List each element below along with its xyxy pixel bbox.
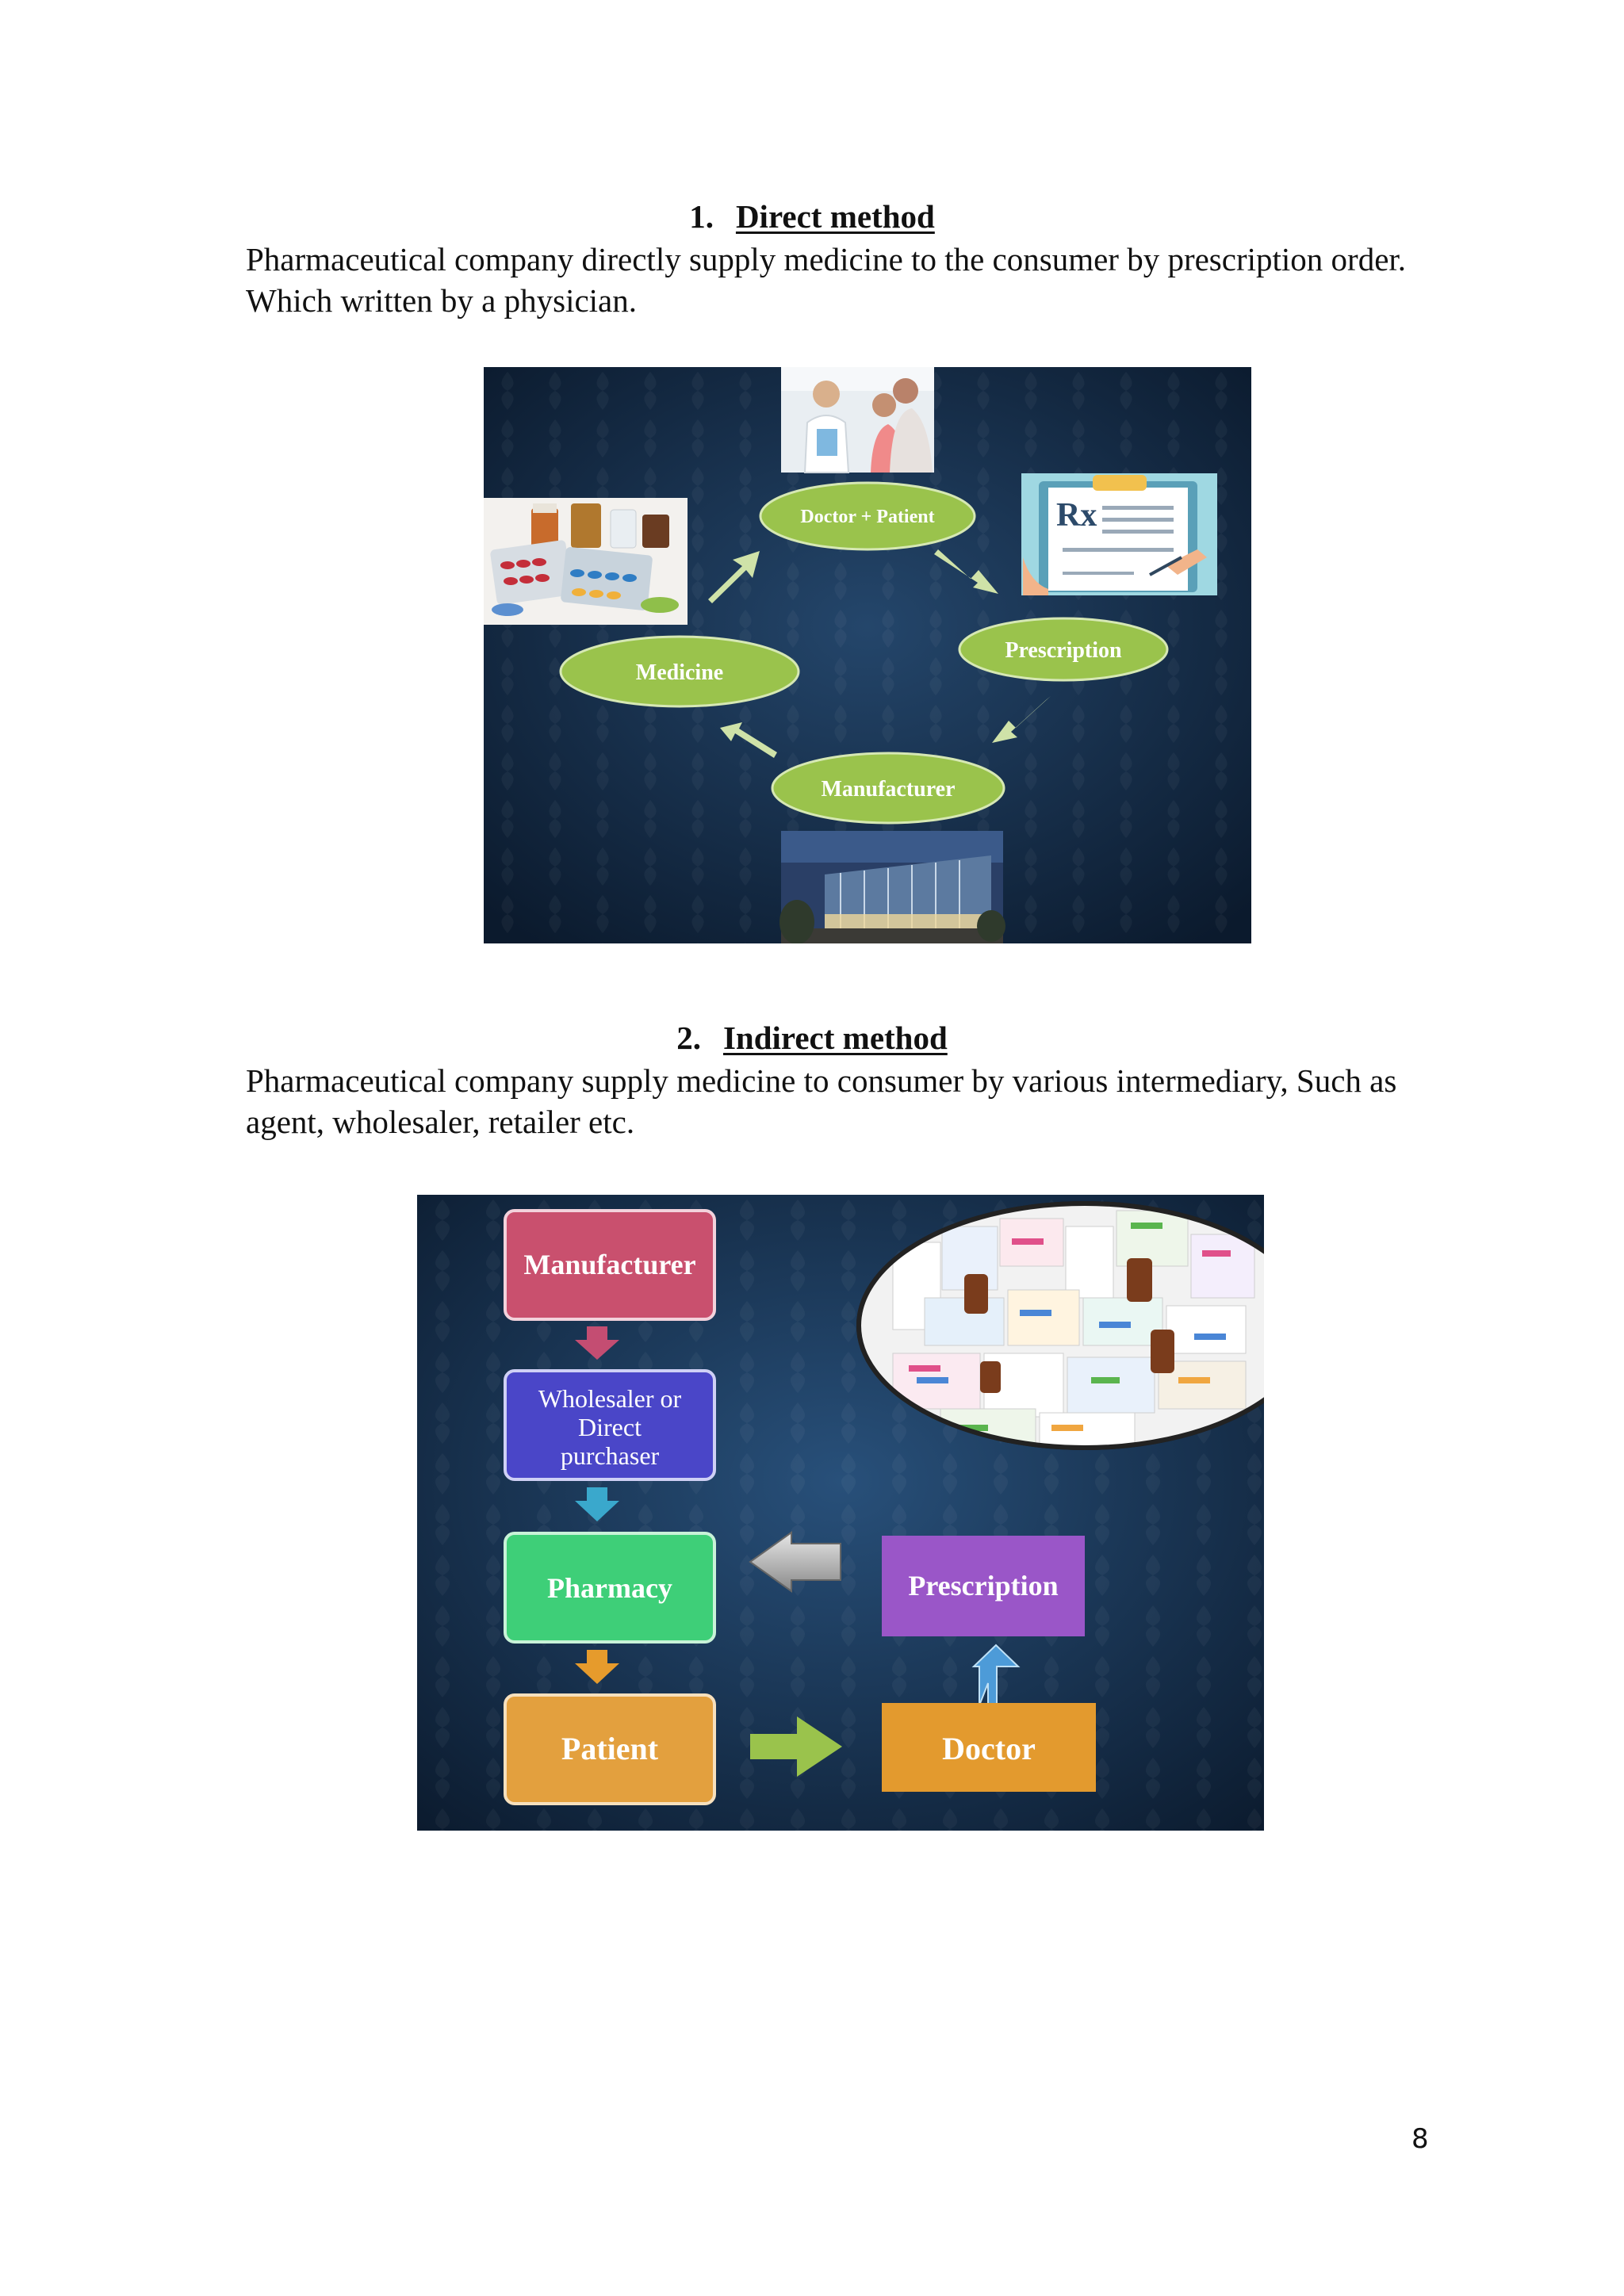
arrow-medicine-to-doctor <box>708 551 760 603</box>
box-wholesaler-line1: Wholesaler or <box>538 1384 682 1413</box>
box-patient: Patient <box>504 1693 716 1805</box>
arrow-doctor-to-prescription <box>934 549 998 594</box>
box-doctor: Doctor <box>882 1703 1096 1792</box>
section2-number: 2. <box>676 1020 701 1056</box>
arrow-patient-to-doctor <box>750 1716 842 1777</box>
section1-title: Direct method <box>735 198 935 235</box>
indirect-method-svg: Manufacturer Wholesaler or Direct purcha… <box>417 1195 1264 1831</box>
node-manufacturer: Manufacturer <box>771 752 1005 825</box>
direct-method-diagram: Rx <box>484 367 1251 943</box>
box-prescription-label: Prescription <box>908 1570 1058 1601</box>
direct-method-svg: Rx <box>484 367 1251 943</box>
prescription-clipboard-icon: Rx <box>1021 473 1217 595</box>
box-pharmacy: Pharmacy <box>504 1532 716 1644</box>
manufacturer-building-photo <box>779 831 1005 943</box>
node-medicine: Medicine <box>559 635 800 708</box>
page-number: 8 <box>1411 2123 1429 2155</box>
node-medicine-label: Medicine <box>636 660 723 685</box>
arrow-pharmacy-to-patient <box>575 1650 619 1684</box>
node-prescription: Prescription <box>958 617 1169 682</box>
arrow-prescription-to-pharmacy <box>749 1531 841 1593</box>
node-prescription-label: Prescription <box>1005 638 1122 663</box>
section2-heading: 2. Indirect method <box>0 1018 1624 1058</box>
section1-number: 1. <box>689 198 714 235</box>
box-manufacturer: Manufacturer <box>504 1209 716 1321</box>
box-pharmacy-label: Pharmacy <box>547 1572 672 1604</box>
medicines-oval-photo <box>856 1201 1264 1450</box>
section2-title: Indirect method <box>722 1020 948 1056</box>
arrow-manufacturer-to-wholesaler <box>575 1326 619 1360</box>
box-wholesaler-line3: purchaser <box>561 1441 660 1470</box>
medicine-photo <box>484 498 688 625</box>
rx-symbol: Rx <box>1056 497 1097 534</box>
section1-paragraph: Pharmaceutical company directly supply m… <box>246 241 1407 319</box>
arrow-wholesaler-to-pharmacy <box>575 1487 619 1521</box>
box-wholesaler: Wholesaler or Direct purchaser <box>504 1369 716 1481</box>
arrow-prescription-to-manufacturer <box>992 696 1051 743</box>
box-prescription: Prescription <box>882 1536 1085 1636</box>
cycle-arrows <box>708 549 1051 758</box>
section1-heading: 1. Direct method <box>0 197 1624 236</box>
node-manufacturer-label: Manufacturer <box>822 777 956 802</box>
section2-paragraph: Pharmaceutical company supply medicine t… <box>246 1062 1397 1140</box>
box-doctor-label: Doctor <box>942 1731 1036 1766</box>
arrow-manufacturer-to-medicine <box>720 722 777 758</box>
doctor-patient-photo <box>781 367 934 473</box>
node-doctor-patient: Doctor + Patient <box>759 481 976 551</box>
indirect-method-diagram: Manufacturer Wholesaler or Direct purcha… <box>417 1195 1264 1831</box>
node-doctor-patient-label: Doctor + Patient <box>800 507 934 527</box>
box-wholesaler-line2: Direct <box>578 1413 642 1441</box>
box-manufacturer-label: Manufacturer <box>523 1249 695 1280</box>
box-patient-label: Patient <box>561 1731 659 1766</box>
